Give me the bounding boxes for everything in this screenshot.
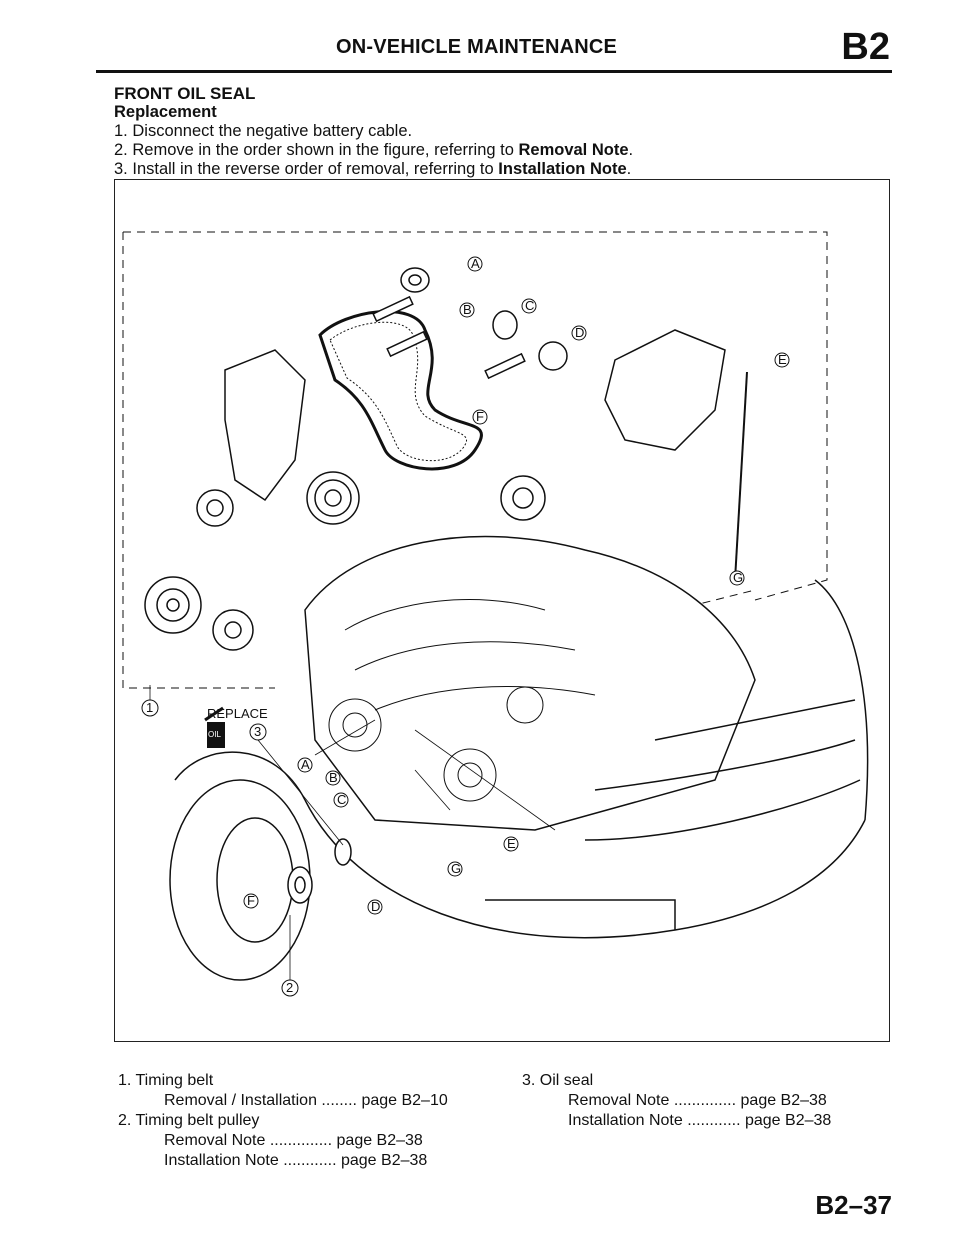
legend-left: 1. Timing belt Removal / Installation ..… xyxy=(118,1071,448,1171)
svg-text:1: 1 xyxy=(146,700,153,715)
step-end: . xyxy=(626,160,632,178)
legend-sub-row: Removal Note .............. page B2–38 xyxy=(164,1132,423,1149)
svg-text:A: A xyxy=(301,757,310,772)
step-reference: Installation Note xyxy=(498,160,627,178)
engine-block xyxy=(304,535,756,831)
page-header: ON-VEHICLE MAINTENANCE B2 xyxy=(96,26,892,73)
front-cover-right xyxy=(604,329,726,451)
legend-right: 3. Oil seal Removal Note .............. … xyxy=(522,1071,831,1131)
legend-sub-row: Removal / Installation ........ page B2–… xyxy=(164,1092,448,1109)
exploded-frame-top xyxy=(123,231,828,601)
legend-item-oil-seal: 3. Oil seal xyxy=(522,1072,594,1089)
callout-e: E xyxy=(774,352,790,368)
svg-text:2: 2 xyxy=(286,980,293,995)
callout-a-lower: A xyxy=(297,757,313,773)
procedure-heading: FRONT OIL SEAL xyxy=(114,84,256,103)
step-text: Remove in the order shown in the figure,… xyxy=(132,141,519,159)
timing-belt-drawing xyxy=(318,310,483,471)
procedure-intro: FRONT OIL SEAL Replacement 1. Disconnect… xyxy=(114,84,633,179)
section-title: ON-VEHICLE MAINTENANCE xyxy=(336,36,618,58)
svg-text:D: D xyxy=(575,325,584,340)
callout-f-lower: F xyxy=(243,893,259,909)
svg-text:G: G xyxy=(733,570,743,585)
svg-text:F: F xyxy=(476,409,484,424)
callout-e-lower: E xyxy=(503,836,519,852)
oil-label: OIL xyxy=(208,730,221,739)
callout-f: F xyxy=(472,409,488,425)
replace-label: REPLACE xyxy=(207,706,268,721)
callout-1: 1 xyxy=(141,699,159,717)
legend-item-timing-belt: 1. Timing belt xyxy=(118,1072,214,1089)
svg-text:3: 3 xyxy=(254,724,261,739)
step-2: 2. Remove in the order shown in the figu… xyxy=(114,141,633,160)
idler-parts xyxy=(372,267,568,380)
callout-c: C xyxy=(521,298,537,314)
svg-text:C: C xyxy=(337,792,346,807)
crank-timing-pulley xyxy=(287,838,352,904)
legend-sub-row: Installation Note ............ page B2–3… xyxy=(164,1152,428,1169)
svg-text:B: B xyxy=(329,770,338,785)
legend-sub-row: Removal Note .............. page B2–38 xyxy=(568,1092,827,1109)
front-cover-left xyxy=(224,349,306,502)
step-1: 1. Disconnect the negative battery cable… xyxy=(114,122,633,141)
dipstick-tube xyxy=(734,371,748,581)
svg-text:B: B xyxy=(463,302,472,317)
legend-item-timing-belt-pulley: 2. Timing belt pulley xyxy=(118,1112,260,1129)
oil-can-icon: OIL xyxy=(204,706,225,748)
exploded-view-figure: OIL A B C D E F G 1 2 3 A B C E G F D RE… xyxy=(114,179,890,1042)
step-text: Disconnect the negative battery cable. xyxy=(132,122,413,140)
callout-b: B xyxy=(459,302,475,318)
engine-illustration: OIL A B C D E F G 1 2 3 A B C E G F D xyxy=(122,231,869,997)
svg-text:A: A xyxy=(471,256,480,271)
step-number: 3. xyxy=(114,160,128,178)
svg-text:C: C xyxy=(525,298,534,313)
callout-g-lower: G xyxy=(447,861,463,877)
callout-b-lower: B xyxy=(325,770,341,786)
callout-d-lower: D xyxy=(367,899,383,915)
callout-3: 3 xyxy=(249,723,267,741)
step-number: 1. xyxy=(114,122,128,140)
exploded-frame-left xyxy=(122,232,275,689)
legend-sub-row: Installation Note ............ page B2–3… xyxy=(568,1112,832,1129)
step-reference: Removal Note xyxy=(518,141,629,159)
callout-2: 2 xyxy=(281,979,299,997)
leader-lines xyxy=(149,685,556,980)
step-text: Install in the reverse order of removal,… xyxy=(132,160,499,178)
svg-text:F: F xyxy=(247,893,255,908)
svg-text:E: E xyxy=(507,836,516,851)
procedure-subheading: Replacement xyxy=(114,103,217,121)
crank-pulleys xyxy=(144,471,546,651)
svg-text:E: E xyxy=(778,352,787,367)
svg-text:G: G xyxy=(451,861,461,876)
step-number: 2. xyxy=(114,141,128,159)
engine-detail xyxy=(328,599,596,802)
svg-text:D: D xyxy=(371,899,380,914)
step-end: . xyxy=(628,141,634,159)
callout-g: G xyxy=(729,570,745,586)
page-number: B2–37 xyxy=(815,1190,892,1220)
timing-belt-teeth xyxy=(329,321,467,462)
step-3: 3. Install in the reverse order of remov… xyxy=(114,160,633,179)
callout-c-lower: C xyxy=(333,792,349,808)
callout-d: D xyxy=(571,325,587,341)
section-code: B2 xyxy=(841,26,890,68)
callout-a: A xyxy=(467,256,483,272)
